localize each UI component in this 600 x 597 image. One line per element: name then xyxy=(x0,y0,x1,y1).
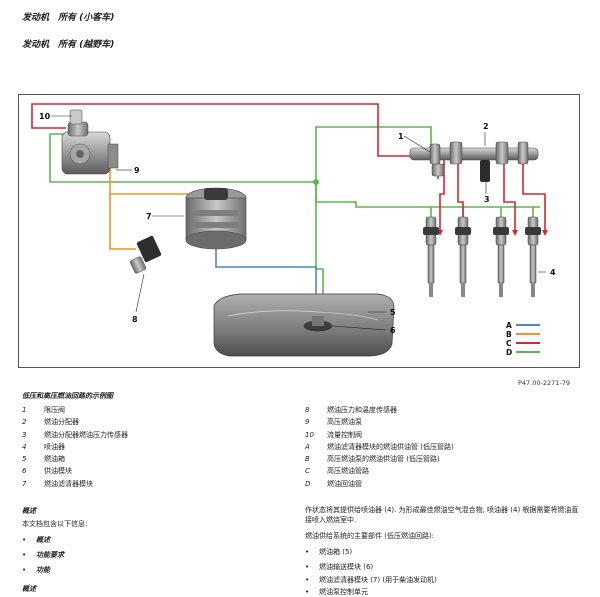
toc-link-requirements[interactable]: •功能要求 xyxy=(22,551,64,559)
fuel-filter-module xyxy=(185,187,247,250)
component-item: •燃油滤清器模块 (7) (用于柴油发动机) xyxy=(305,576,437,584)
component-item: •燃油箱 (5) xyxy=(305,548,353,556)
callout-6: 6 xyxy=(390,326,396,335)
header-line-1: 发动机所有 (小客车) xyxy=(22,13,114,23)
injectors xyxy=(423,216,541,297)
fuel-circuit-diagram: 10 1 2 3 4 5 6 7 8 9 A B C D xyxy=(31,103,556,357)
callout-1: 1 xyxy=(398,132,404,141)
pressure-temperature-sensor xyxy=(130,235,162,274)
flow-control-valve xyxy=(69,109,83,125)
section-heading-overview-2: 概述 xyxy=(22,585,36,593)
header-line-2-col2: 所有 (越野车) xyxy=(58,40,115,50)
callout-10: 10 xyxy=(39,112,51,121)
return-line-junction xyxy=(313,179,319,185)
header-line-2: 发动机所有 (越野车) xyxy=(22,40,114,50)
right-paragraph-1: 作状态将其提供给喷油器 (4). 为形成最佳燃油空气混合物, 喷油器 (4) 根… xyxy=(305,506,579,524)
fuel-rail xyxy=(409,141,539,182)
callout-9: 9 xyxy=(134,166,140,175)
leader-lines xyxy=(51,115,546,331)
header-line-1-col2: 所有 (小客车) xyxy=(58,13,115,23)
component-item: •燃油输送模块 (6) xyxy=(305,563,374,571)
legend-key-c: C xyxy=(506,339,512,348)
callout-5: 5 xyxy=(390,308,396,317)
caption-title: 低压和高压燃油回路的示例图 xyxy=(22,392,113,400)
figure-id: P47.00-2271-79 xyxy=(517,379,570,387)
return-line-d xyxy=(49,126,540,314)
supply-line-b xyxy=(82,163,192,250)
callout-7: 7 xyxy=(146,212,152,221)
legend-key-b: B xyxy=(506,330,512,339)
legend-key-a: A xyxy=(506,321,512,330)
right-paragraph-2: 燃油供给系统的主要部件 (低压燃油回路): xyxy=(305,532,435,540)
high-pressure-pump xyxy=(61,121,119,175)
pressure-limiting-valve xyxy=(431,163,445,177)
toc-link-overview[interactable]: •概述 xyxy=(22,536,50,544)
callout-4: 4 xyxy=(550,268,556,277)
overview-intro: 本文档包含以下信息: xyxy=(22,520,88,528)
callout-2: 2 xyxy=(483,122,489,131)
section-heading-overview: 概述 xyxy=(22,507,36,515)
line-color-legend: A B C D xyxy=(506,321,540,357)
component-item: •燃油泵控制单元 xyxy=(305,588,368,596)
header-line-2-col1: 发动机 xyxy=(22,40,50,50)
header-line-1-col1: 发动机 xyxy=(22,13,50,23)
toc-link-function[interactable]: •功能 xyxy=(22,566,50,574)
callout-8: 8 xyxy=(132,315,138,324)
callout-3: 3 xyxy=(484,195,490,204)
legend-key-d: D xyxy=(506,348,512,357)
